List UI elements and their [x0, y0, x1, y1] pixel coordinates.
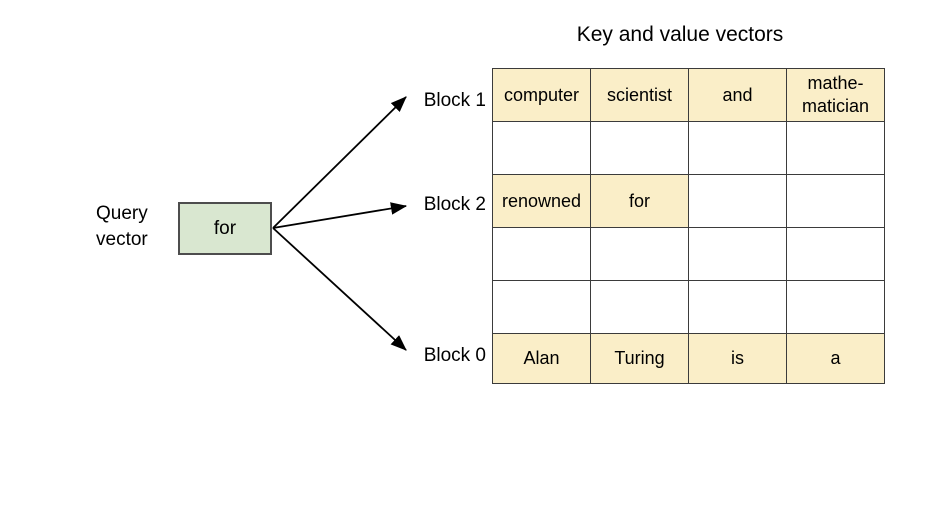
- table-cell-token: is: [688, 333, 787, 384]
- table-cell-empty: [492, 121, 591, 175]
- table-cell-token: scientist: [590, 68, 689, 122]
- table-row: [492, 121, 885, 175]
- table-cell-token: and: [688, 68, 787, 122]
- table-row: [492, 227, 885, 281]
- table-cell-empty: [492, 227, 591, 281]
- table-row: [492, 280, 885, 334]
- table-cell-empty: [590, 227, 689, 281]
- table-cell-empty: [786, 174, 885, 228]
- table-cell-empty: [786, 121, 885, 175]
- table-cell-token: for: [590, 174, 689, 228]
- table-cell-token: a: [786, 333, 885, 384]
- table-cell-empty: [786, 227, 885, 281]
- table-cell-empty: [492, 280, 591, 334]
- table-cell-empty: [688, 174, 787, 228]
- table-cell-token: computer: [492, 68, 591, 122]
- query-vector-label-line1: Query: [96, 203, 148, 224]
- query-vector-token: for: [213, 217, 237, 239]
- table-cell-token: Turing: [590, 333, 689, 384]
- diagram-title: Key and value vectors: [576, 23, 784, 46]
- arrow-to-block-0: [272, 227, 407, 351]
- table-cell-empty: [590, 121, 689, 175]
- table-cell-token: mathe-matician: [786, 68, 885, 122]
- table-cell-token: renowned: [492, 174, 591, 228]
- table-cell-empty: [688, 227, 787, 281]
- table-cell-empty: [786, 280, 885, 334]
- query-vector-label: Query vector: [96, 201, 174, 253]
- query-vector-label-line2: vector: [96, 229, 148, 250]
- block-label-block-0: Block 0: [423, 345, 486, 366]
- table-cell-token: Alan: [492, 333, 591, 384]
- table-cell-empty: [688, 280, 787, 334]
- block-label-block-1: Block 1: [423, 90, 486, 111]
- table-cell-empty: [590, 280, 689, 334]
- arrow-to-block-1: [272, 96, 407, 229]
- arrow-to-block-2: [272, 202, 408, 229]
- query-vector-box[interactable]: for: [178, 202, 272, 255]
- block-label-block-2: Block 2: [423, 194, 486, 215]
- table-cell-empty: [688, 121, 787, 175]
